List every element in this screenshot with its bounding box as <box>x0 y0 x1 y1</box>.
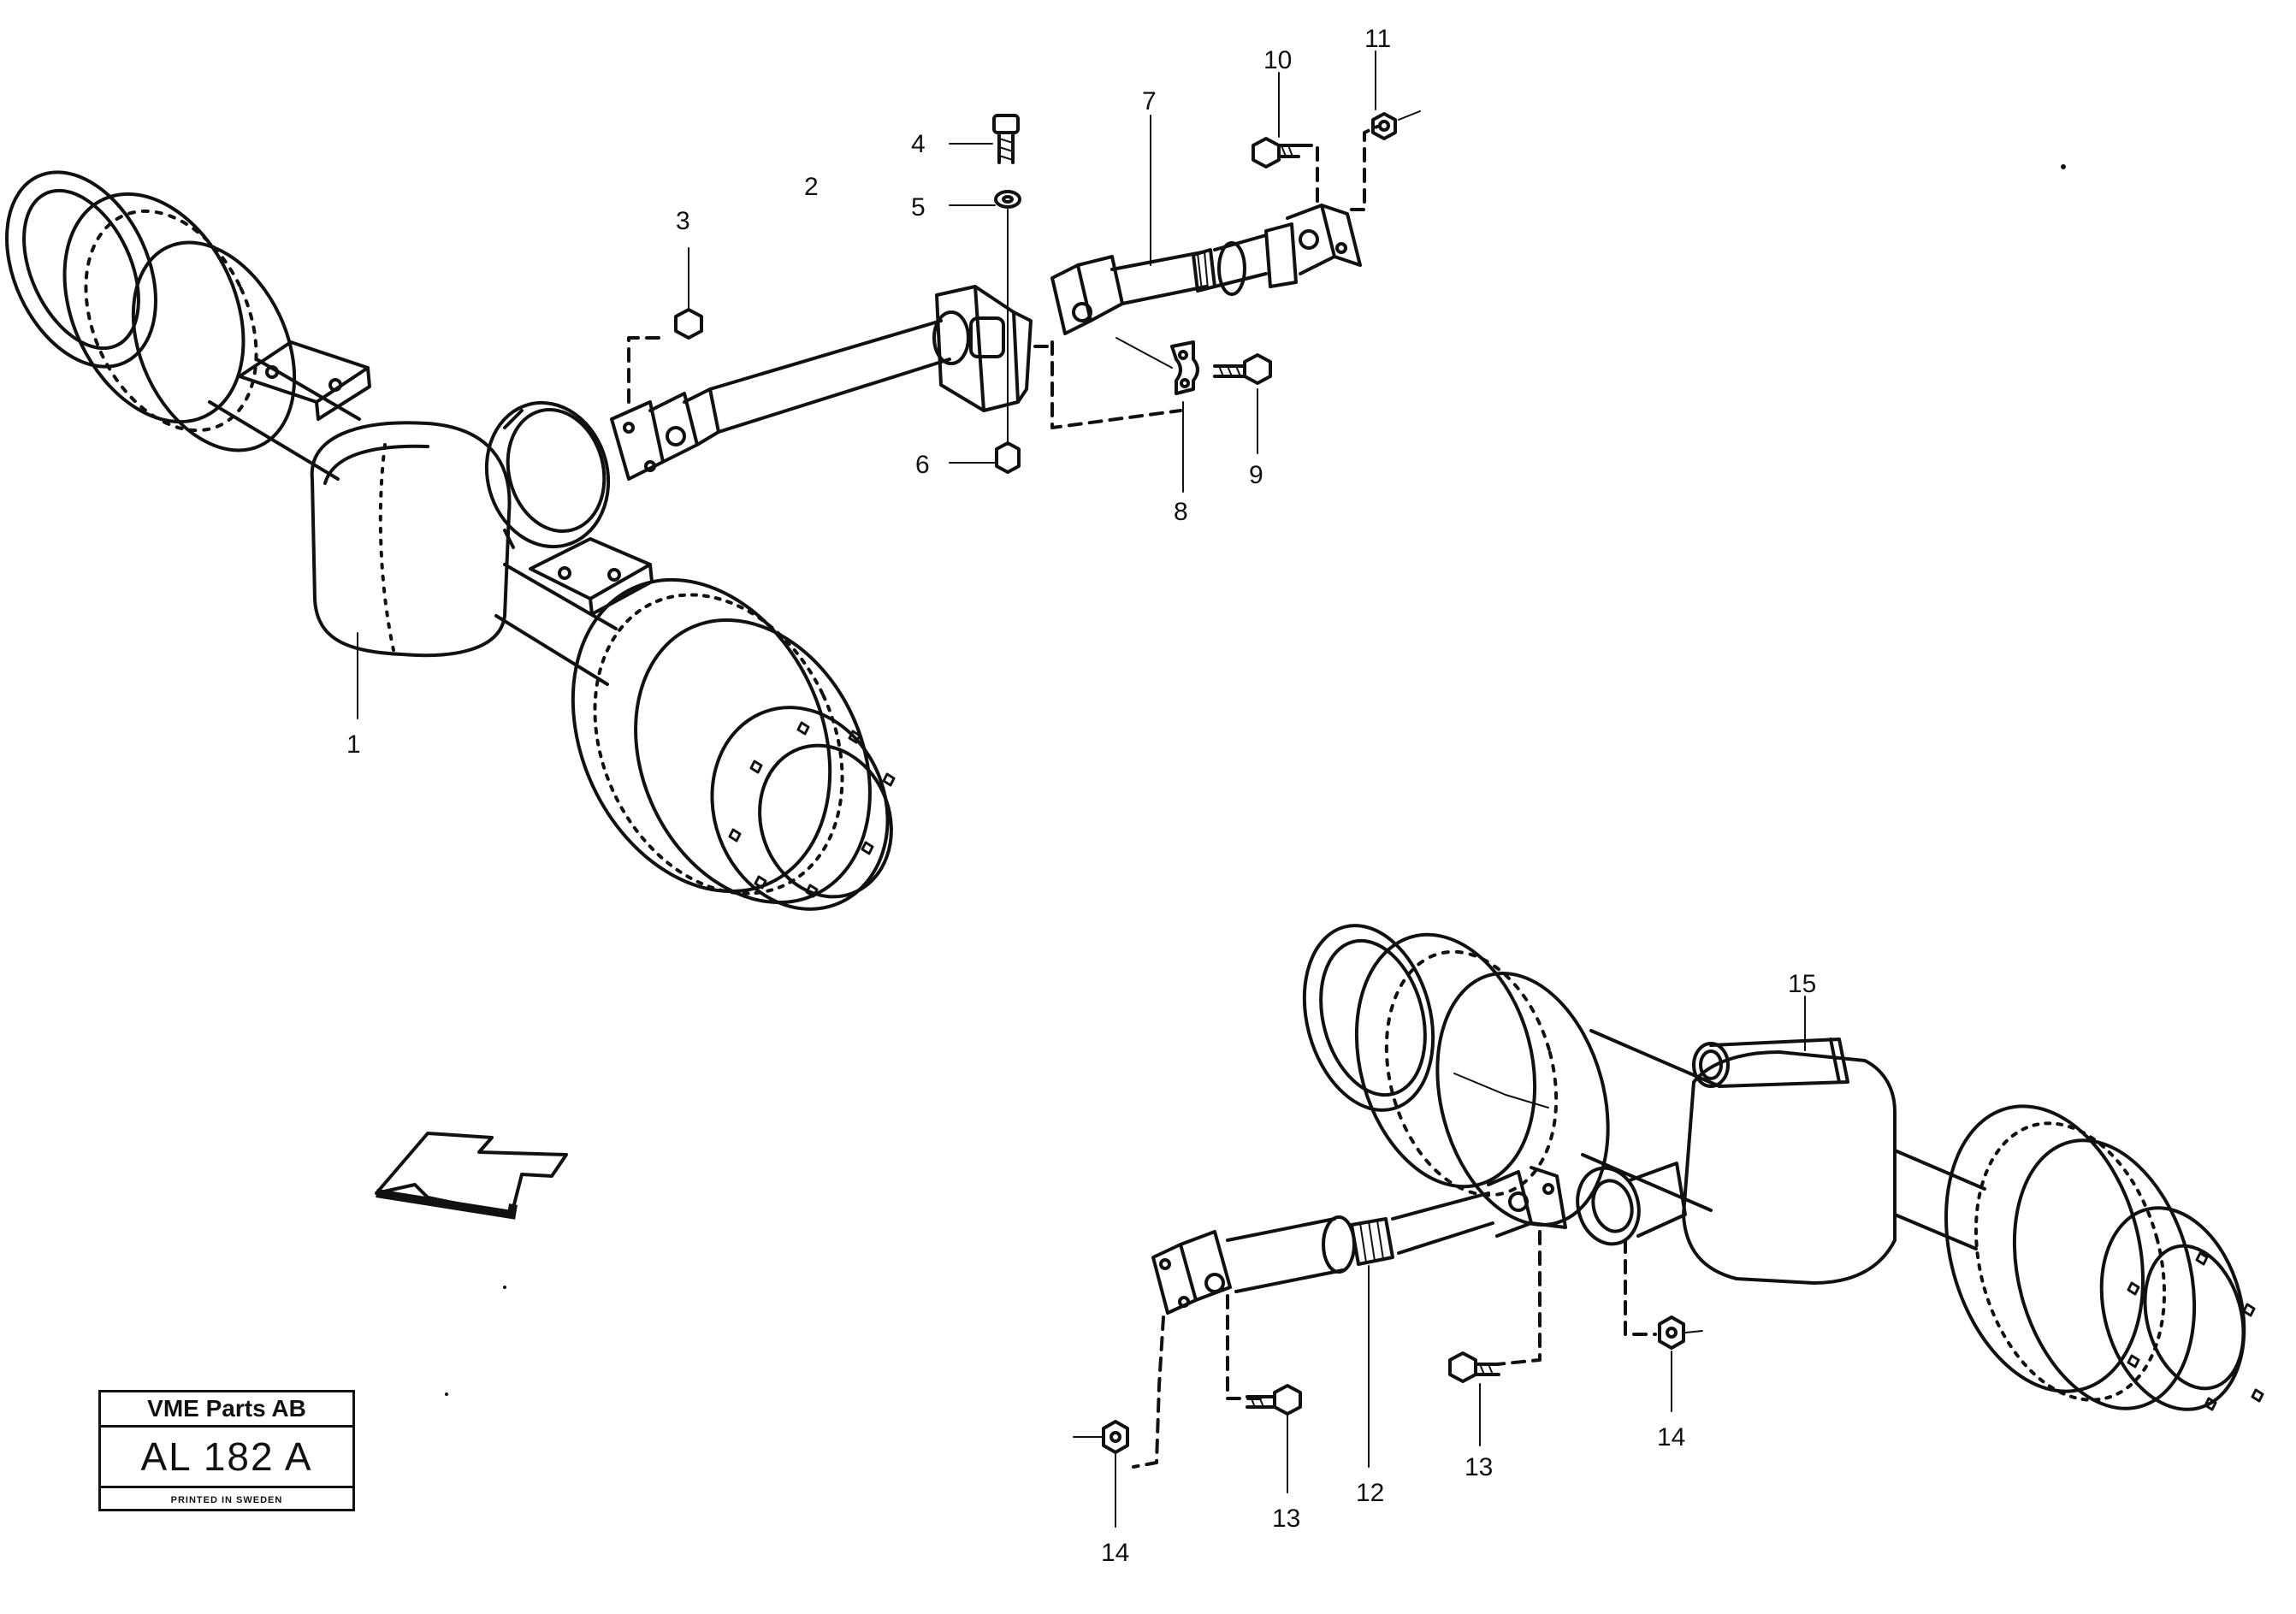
clamp <box>1115 337 1199 493</box>
callout-14-right: 14 <box>1657 1423 1685 1451</box>
callout-8: 8 <box>1174 498 1188 526</box>
callout-14-left: 14 <box>1101 1539 1129 1567</box>
front-axle-assembly <box>4 170 896 911</box>
direction-arrow-icon <box>375 1132 568 1220</box>
title-block: VME Parts AB AL 182 A PRINTED IN SWEDEN <box>98 1390 355 1511</box>
callout-13-right: 13 <box>1465 1453 1493 1481</box>
callout-12: 12 <box>1356 1479 1384 1507</box>
flange-nut <box>674 247 703 340</box>
callout-11: 11 <box>1364 25 1391 53</box>
callout-3: 3 <box>676 207 690 235</box>
callout-4: 4 <box>911 130 926 158</box>
propeller-shaft-intermediate <box>1033 115 1379 429</box>
callout-2: 2 <box>804 173 819 201</box>
callout-9: 9 <box>1249 461 1263 489</box>
bearing-bolt <box>949 114 1020 164</box>
drawing-code: AL 182 A <box>101 1428 352 1488</box>
printed-note: PRINTED IN SWEDEN <box>170 1495 283 1505</box>
callout-10: 10 <box>1263 46 1292 74</box>
clamp-bolt <box>1213 353 1272 454</box>
propeller-shaft-front <box>610 285 1033 481</box>
rear-axle-assembly <box>1302 924 2264 1411</box>
callout-15: 15 <box>1788 970 1816 998</box>
rear-flange-bolt-left <box>1246 1384 1302 1493</box>
rear-flange-nut-left <box>1073 1420 1129 1528</box>
bearing-washer <box>949 190 1021 209</box>
callout-5: 5 <box>911 193 926 222</box>
flange-nut-upper <box>1371 50 1421 140</box>
propeller-shaft-rear <box>1132 1166 1657 1469</box>
flange-bolt <box>1252 72 1300 168</box>
bearing-nut <box>949 441 1021 474</box>
rear-flange-bolt-right <box>1448 1351 1500 1446</box>
callout-1: 1 <box>346 730 361 759</box>
scan-specks <box>445 164 2066 1396</box>
company-name: VME Parts AB <box>101 1392 352 1428</box>
callout-6: 6 <box>915 451 930 479</box>
callout-13-left: 13 <box>1272 1505 1300 1533</box>
callout-7: 7 <box>1142 87 1157 115</box>
rear-flange-nut-right <box>1658 1315 1703 1412</box>
callout-labels: 1 2 3 4 5 6 7 8 9 10 11 12 13 13 14 14 1… <box>346 25 1816 1567</box>
